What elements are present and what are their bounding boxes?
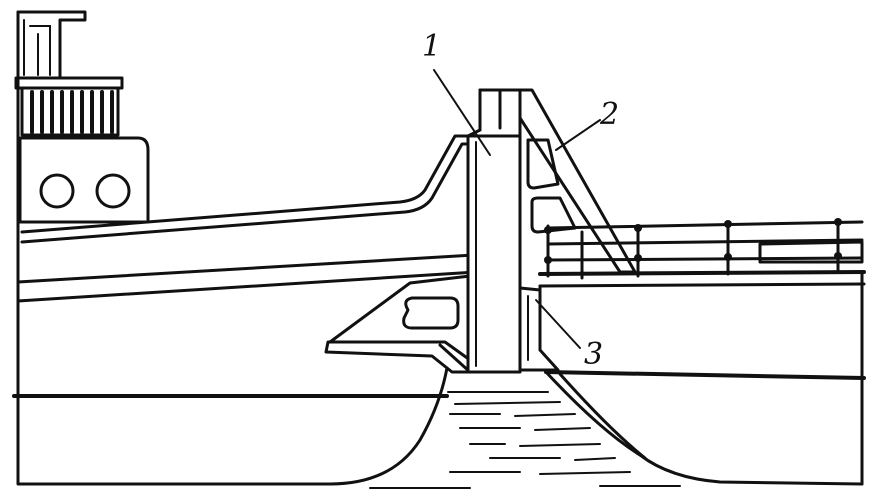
pusher-tug [12, 10, 510, 486]
water-surface [369, 391, 681, 489]
tug-sloped-deck [20, 134, 472, 244]
barge-hull [538, 270, 866, 486]
bow-bracket [324, 274, 472, 374]
callout-label-3: 3 [584, 337, 603, 372]
deckhouse [18, 136, 150, 224]
porthole-icon [95, 173, 131, 209]
callout-3: 3 [535, 299, 603, 372]
callout-2: 2 [555, 97, 619, 151]
push-beam [16, 251, 510, 303]
tug-hull [12, 10, 449, 486]
porthole-icon [39, 173, 75, 209]
callout-1: 1 [422, 29, 491, 156]
barge [538, 218, 866, 486]
barge-railing [544, 218, 864, 280]
funnel-vents [14, 76, 124, 137]
push-buffer [518, 286, 560, 372]
callout-label-2: 2 [599, 97, 619, 132]
exhaust-pipe [16, 10, 87, 80]
coupling-post [466, 88, 522, 374]
callout-label-1: 1 [422, 29, 441, 64]
